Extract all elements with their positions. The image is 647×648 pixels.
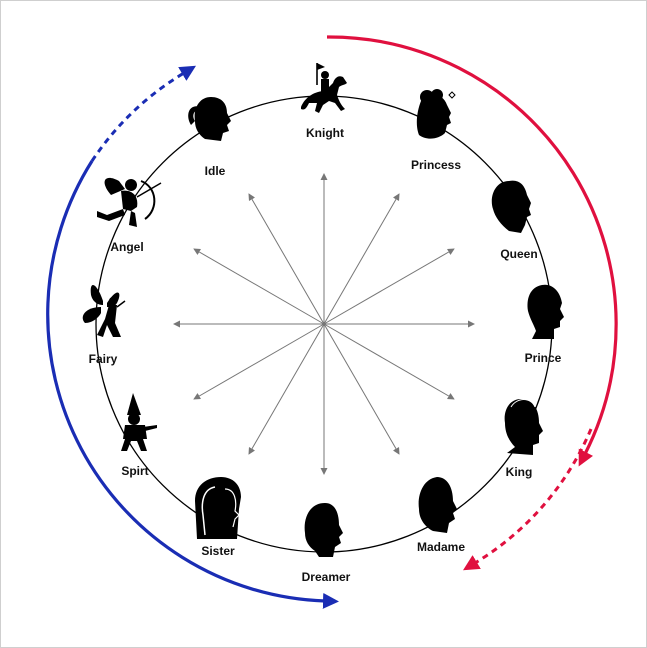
label-prince: Prince	[525, 351, 562, 365]
queen-head-icon	[491, 180, 531, 233]
spoke-arrow-king	[323, 323, 455, 400]
spoke-arrow-idle	[248, 193, 325, 325]
figures-layer	[82, 63, 564, 557]
ponytail-head-icon	[188, 97, 231, 141]
blue-arc-arrow-tail	[90, 65, 197, 162]
label-idle: Idle	[205, 164, 226, 178]
label-knight: Knight	[306, 126, 344, 140]
knight-on-horse-icon	[301, 63, 347, 113]
princess-head-icon	[416, 89, 456, 139]
figure-labels: Knight Princess Queen Prince King Madame…	[89, 126, 562, 584]
label-angel: Angel	[110, 240, 143, 254]
spoke-arrow-madame	[323, 323, 400, 455]
radial-spokes	[173, 173, 475, 475]
spoke-arrow-sister	[248, 323, 325, 455]
gnome-spirit-icon	[121, 393, 157, 451]
sister-veiled-head-icon	[195, 477, 241, 539]
label-princess: Princess	[411, 158, 461, 172]
label-madame: Madame	[417, 540, 465, 554]
label-fairy: Fairy	[89, 352, 118, 366]
king-head-icon	[504, 399, 543, 455]
label-king: King	[506, 465, 533, 479]
spoke-arrow-angel	[193, 248, 325, 325]
label-dreamer: Dreamer	[302, 570, 351, 584]
spoke-arrow-queen	[323, 248, 455, 325]
label-sister: Sister	[201, 544, 235, 558]
spoke-arrow-spirt	[193, 323, 325, 400]
prince-head-icon	[527, 284, 564, 339]
dreamer-head-icon	[304, 503, 343, 557]
spoke-arrow-princess	[323, 193, 400, 325]
blue-arc-arrow	[46, 160, 339, 609]
red-arc-arrow-tail	[463, 428, 593, 571]
red-arc-arrow	[326, 35, 618, 467]
cupid-angel-icon	[97, 177, 162, 227]
fairy-icon	[82, 284, 126, 337]
label-spirt: Spirt	[121, 464, 148, 478]
madame-head-icon	[418, 477, 457, 533]
label-queen: Queen	[500, 247, 537, 261]
